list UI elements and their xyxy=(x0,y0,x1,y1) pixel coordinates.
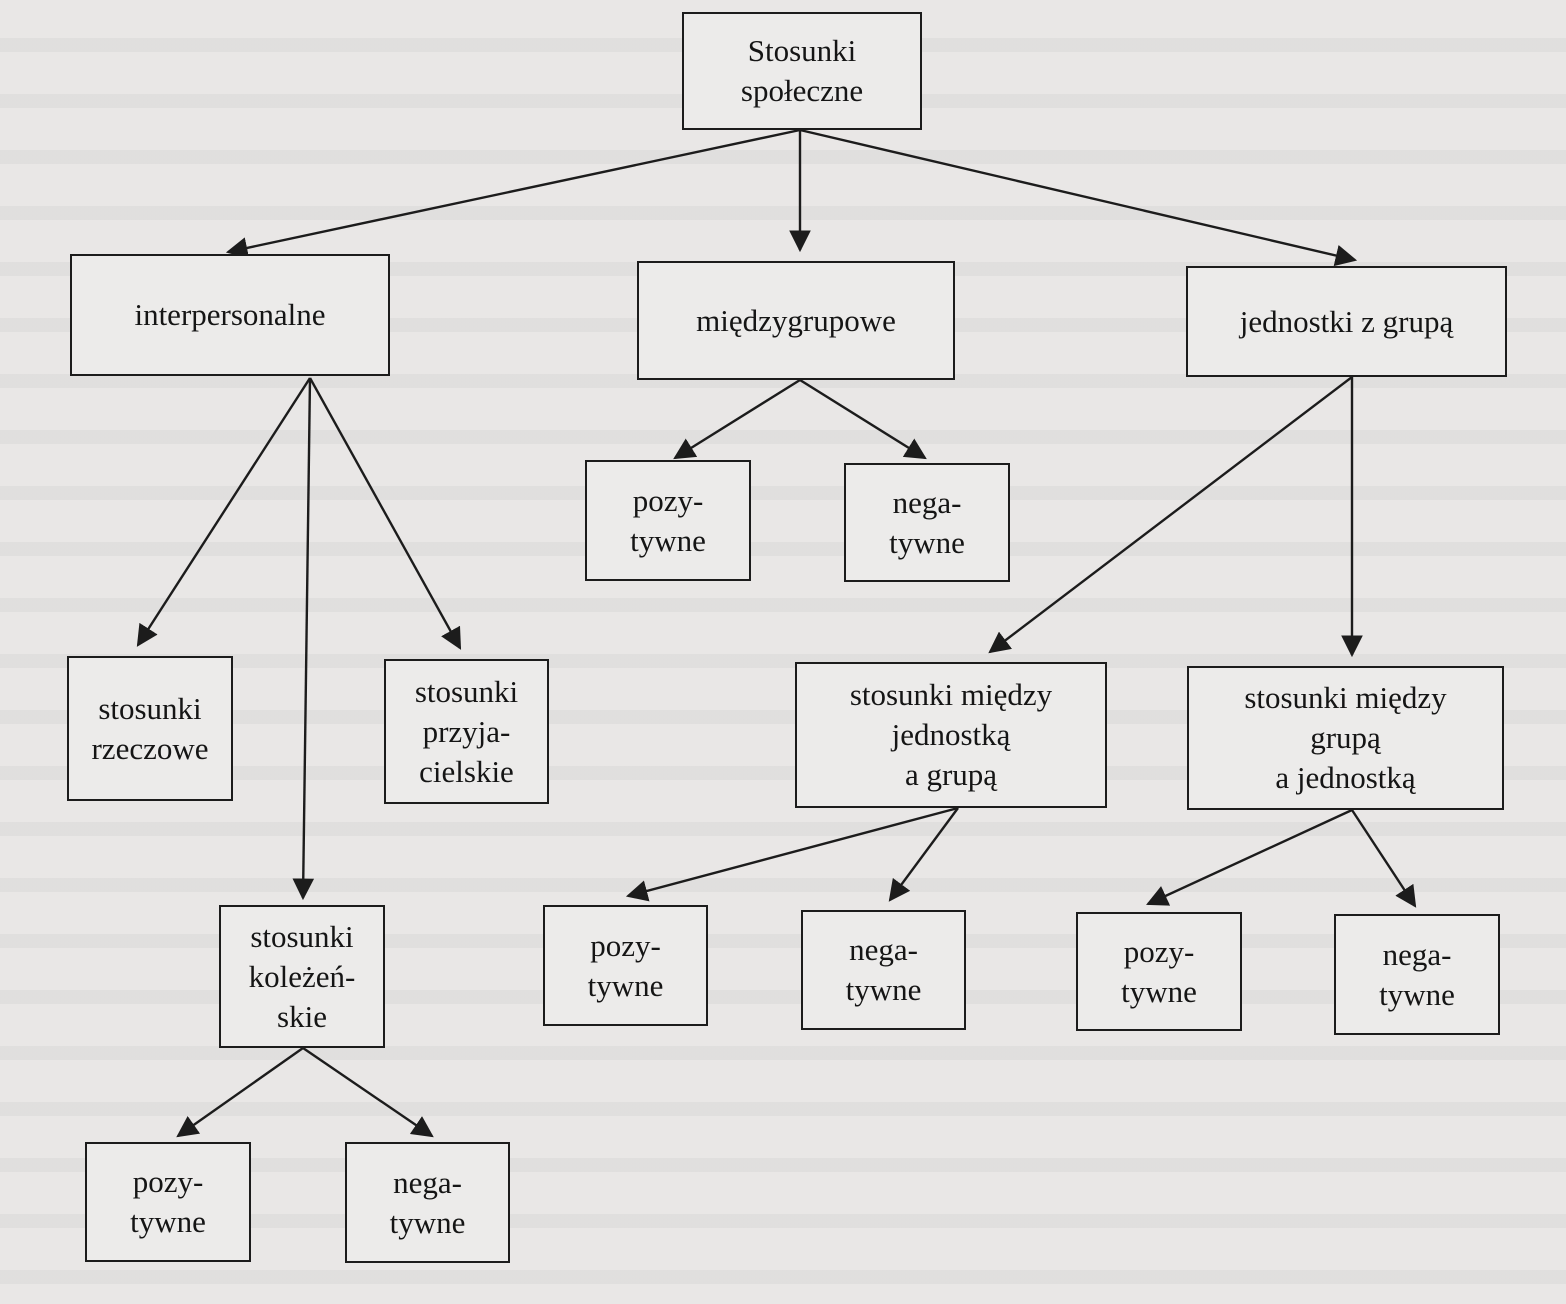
node-collegial-negative: nega- tywne xyxy=(345,1142,510,1263)
node-ind2grp-positive: pozy- tywne xyxy=(543,905,708,1026)
edge-root-individual-group xyxy=(799,128,1358,267)
edge-root-interpersonal xyxy=(225,128,801,259)
edge-ind2grp-positive xyxy=(625,806,959,902)
node-ind2grp-negative: nega- tywne xyxy=(801,910,966,1030)
node-grp2ind-positive: pozy- tywne xyxy=(1076,912,1242,1031)
edge-ind2grp-negative xyxy=(888,807,959,902)
node-group-to-individual: stosunki między grupą a jednostką xyxy=(1187,666,1504,810)
node-collegial-relations: stosunki koleżeń- skie xyxy=(219,905,385,1048)
edge-grp2ind-negative xyxy=(1350,809,1417,908)
node-interpersonal: interpersonalne xyxy=(70,254,390,376)
edge-interpersonal-friendly xyxy=(308,377,462,650)
edge-interpersonal-collegial xyxy=(292,377,315,901)
node-individual-to-group: stosunki między jednostką a grupą xyxy=(795,662,1107,808)
node-collegial-positive: pozy- tywne xyxy=(85,1142,251,1262)
edge-individual-group-to-ind2grp xyxy=(988,376,1353,654)
node-factual-relations: stosunki rzeczowe xyxy=(67,656,233,801)
node-intergroup-positive: pozy- tywne xyxy=(585,460,751,581)
node-intergroup-negative: nega- tywne xyxy=(844,463,1010,582)
node-individual-with-group: jednostki z grupą xyxy=(1186,266,1507,377)
edge-grp2ind-positive xyxy=(1146,808,1353,906)
node-intergroup: międzygrupowe xyxy=(637,261,955,380)
edge-intergroup-positive xyxy=(673,378,801,460)
node-friendly-relations: stosunki przyja- cielskie xyxy=(384,659,549,804)
node-grp2ind-negative: nega- tywne xyxy=(1334,914,1500,1035)
node-social-relations: Stosunki społeczne xyxy=(682,12,922,130)
edge-intergroup-negative xyxy=(799,378,927,460)
edge-collegial-positive xyxy=(176,1047,304,1138)
edge-collegial-negative xyxy=(302,1047,434,1138)
edge-interpersonal-factual xyxy=(136,377,312,647)
